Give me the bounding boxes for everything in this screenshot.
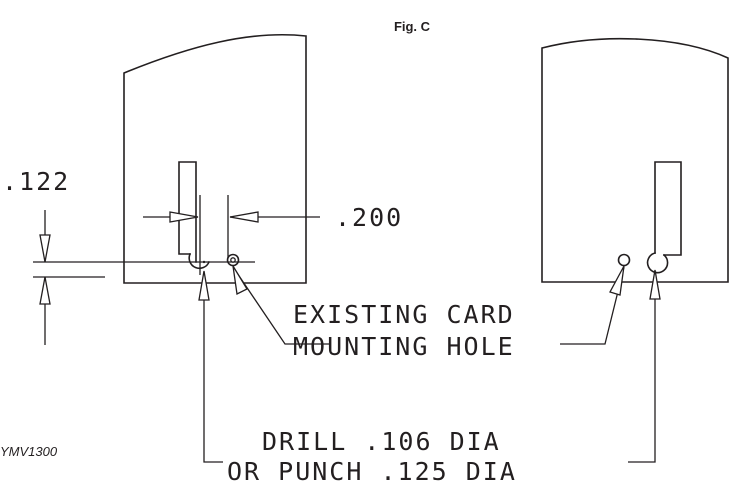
right-card — [541, 37, 729, 283]
dimension-horizontal-label: .200 — [335, 203, 403, 232]
reference-code: YMV1300 — [0, 444, 58, 459]
existing-hole-line1: EXISTING CARD — [293, 300, 515, 329]
dimension-vertical-label: .122 — [2, 167, 70, 196]
right-drill-hole — [646, 252, 669, 274]
dimension-horizontal: .200 — [143, 203, 403, 232]
right-existing-hole — [617, 253, 631, 267]
left-card-slot — [178, 161, 197, 263]
dimension-vertical: .122 — [2, 167, 155, 345]
existing-hole-line2: MOUNTING HOLE — [293, 332, 515, 361]
drill-line2: OR PUNCH .125 DIA — [227, 457, 517, 486]
leader-existing-hole — [232, 265, 625, 345]
drill-line1: DRILL .106 DIA — [262, 427, 501, 456]
left-card — [123, 33, 307, 284]
left-drill-hole — [188, 252, 211, 270]
figure-title: Fig. C — [394, 19, 431, 34]
right-card-slot — [654, 161, 682, 256]
left-existing-hole — [226, 253, 240, 267]
leader-drill — [198, 269, 661, 463]
